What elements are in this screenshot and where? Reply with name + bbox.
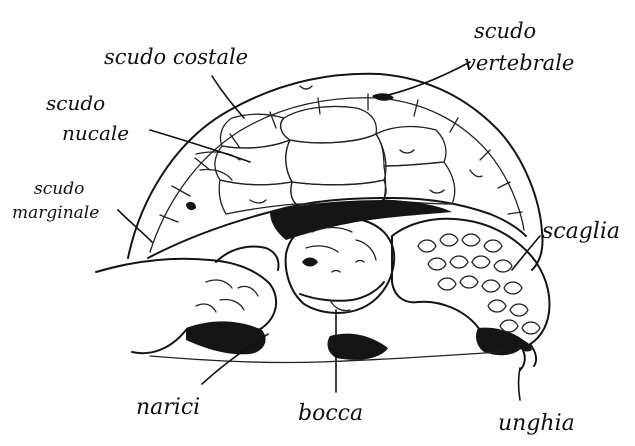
label-scudo-vertebrale-line1: scudo bbox=[474, 19, 536, 43]
label-unghia: unghia bbox=[498, 411, 575, 436]
label-scudo-marginale-line1: scudo bbox=[34, 179, 84, 199]
leader-unghia bbox=[519, 368, 521, 400]
label-scudo-vertebrale-line2: vertebrale bbox=[464, 51, 574, 75]
label-scudo-nucale-line2: nucale bbox=[62, 121, 129, 145]
nostril-1 bbox=[332, 271, 340, 273]
ground-line bbox=[150, 352, 500, 363]
vertebral-scute-1 bbox=[281, 106, 377, 142]
leader-scudo-vertebrale bbox=[384, 62, 470, 96]
costal-scute-left-2 bbox=[215, 140, 292, 185]
marginal-inner-line bbox=[150, 98, 524, 252]
shadow-front-left bbox=[186, 321, 266, 354]
leader-scudo-marginale bbox=[118, 210, 152, 242]
shell-notch-side bbox=[186, 202, 196, 210]
label-narici: narici bbox=[136, 395, 200, 420]
shell-texture bbox=[250, 86, 482, 203]
label-scudo-costale: scudo costale bbox=[104, 45, 248, 69]
label-scudo-nucale-line1: scudo bbox=[46, 91, 105, 115]
head-scales bbox=[306, 228, 376, 261]
label-scaglia: scaglia bbox=[542, 219, 620, 244]
eye bbox=[302, 258, 318, 267]
leader-scudo-nucale bbox=[150, 130, 250, 162]
right-leg-scales bbox=[418, 234, 540, 334]
left-leg-scales bbox=[196, 280, 258, 312]
costal-scute-right-1 bbox=[376, 127, 446, 166]
mouth-line bbox=[300, 282, 384, 301]
nostril-2 bbox=[356, 261, 364, 263]
right-leg-outline bbox=[392, 219, 550, 349]
vertebral-scute-2 bbox=[286, 134, 386, 185]
label-scudo-marginale-line2: marginale bbox=[12, 203, 99, 223]
left-leg-back bbox=[216, 247, 279, 270]
label-bocca: bocca bbox=[298, 401, 363, 426]
right-leg bbox=[392, 219, 550, 370]
